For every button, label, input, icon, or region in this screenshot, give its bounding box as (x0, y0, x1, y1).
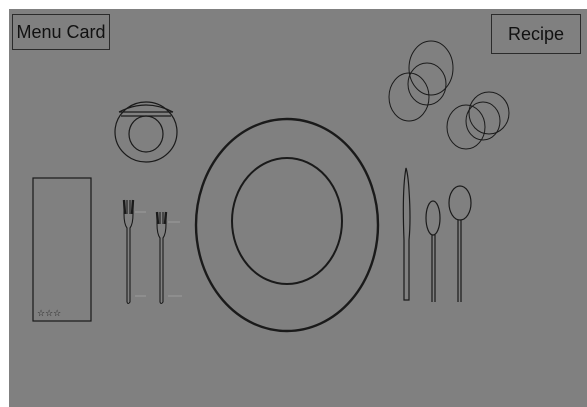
glassware-right[interactable] (447, 92, 509, 149)
bread-plate[interactable] (115, 102, 177, 162)
salad-fork[interactable] (124, 200, 146, 304)
menu-card-item[interactable]: ☆☆☆ (33, 178, 91, 321)
menu-card-button[interactable]: Menu Card (12, 14, 110, 50)
dinner-fork[interactable] (157, 212, 182, 304)
teaspoon[interactable] (426, 201, 440, 302)
soup-spoon[interactable] (449, 186, 471, 302)
dinner-knife[interactable] (403, 168, 410, 300)
dinner-plate[interactable] (196, 119, 378, 331)
recipe-button[interactable]: Recipe (491, 14, 581, 54)
menu-card-stars: ☆☆☆ (37, 309, 61, 319)
glassware-left[interactable] (389, 41, 453, 121)
